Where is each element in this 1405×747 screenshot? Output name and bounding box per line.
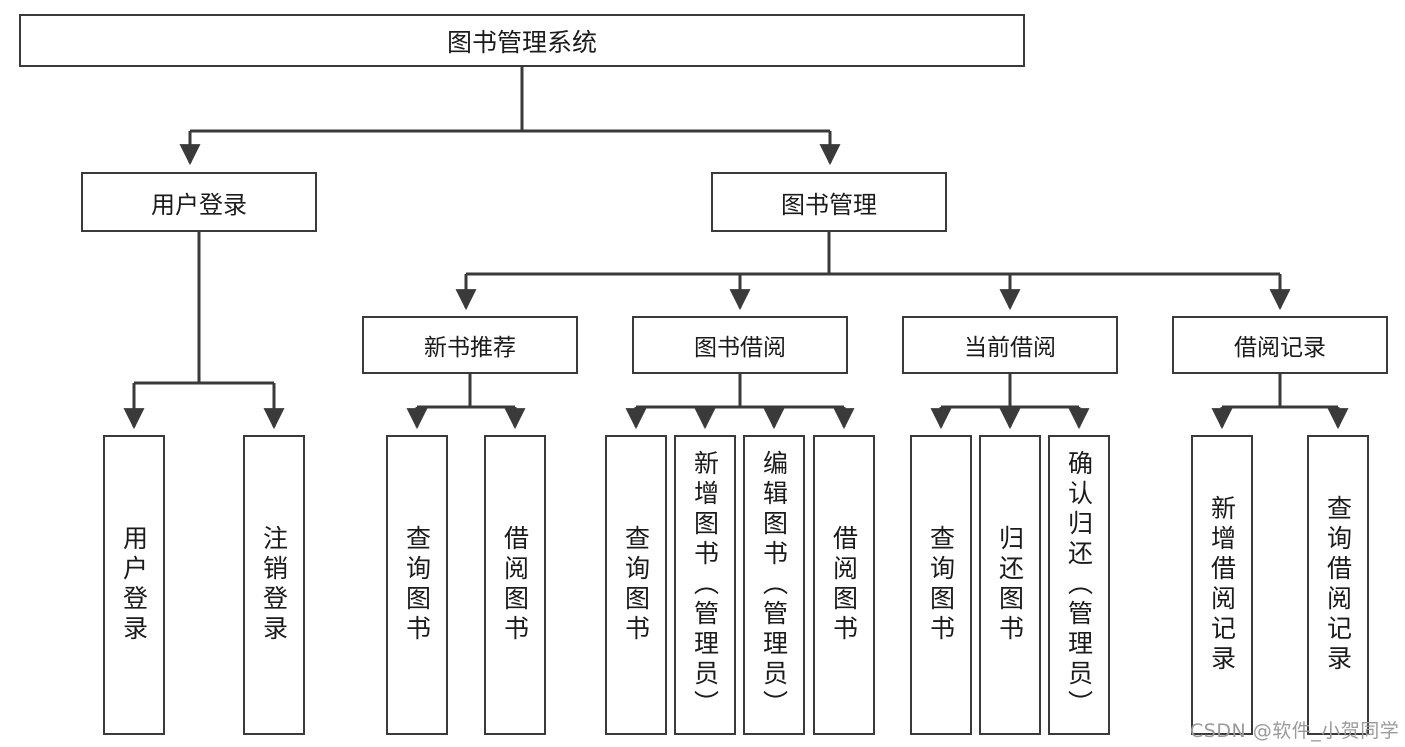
node-label: 归还图书 — [995, 525, 1025, 645]
node-label: 用户登录 — [119, 525, 149, 645]
node-label: 查询借阅记录 — [1323, 495, 1353, 675]
leaf-query-book-current[interactable]: 查询图书 — [910, 435, 972, 735]
node-label: 图书管理系统 — [446, 27, 597, 57]
node-label: 借阅记录 — [1234, 335, 1326, 361]
node-book-borrow[interactable]: 图书借阅 — [632, 316, 848, 374]
node-label: 图书借阅 — [694, 335, 786, 361]
leaf-query-book-recommend[interactable]: 查询图书 — [386, 435, 448, 735]
leaf-edit-book-admin[interactable]: 编辑图书（管理员） — [743, 435, 805, 735]
leaf-borrow-book-recommend[interactable]: 借阅图书 — [484, 435, 546, 735]
csdn-watermark: CSDN @软件_小贺同学 — [1190, 716, 1399, 743]
node-current-borrow[interactable]: 当前借阅 — [902, 316, 1118, 374]
node-label: 确认归还（管理员） — [1064, 450, 1094, 720]
leaf-user-login[interactable]: 用户登录 — [103, 435, 165, 735]
node-book-management[interactable]: 图书管理 — [711, 172, 947, 232]
node-borrow-record[interactable]: 借阅记录 — [1172, 316, 1388, 374]
node-label: 用户登录 — [151, 190, 247, 219]
node-label: 图书管理 — [781, 190, 877, 219]
node-label: 当前借阅 — [964, 335, 1056, 361]
node-label: 借阅图书 — [829, 525, 859, 645]
node-new-book-recommend[interactable]: 新书推荐 — [362, 316, 578, 374]
leaf-borrow-book[interactable]: 借阅图书 — [813, 435, 875, 735]
node-label: 编辑图书（管理员） — [759, 450, 789, 720]
node-label: 新书推荐 — [424, 335, 516, 361]
leaf-return-book[interactable]: 归还图书 — [979, 435, 1041, 735]
leaf-confirm-return-admin[interactable]: 确认归还（管理员） — [1048, 435, 1110, 735]
node-label: 查询图书 — [621, 525, 651, 645]
node-label: 新增图书（管理员） — [690, 450, 720, 720]
watermark-text: CSDN @软件_小贺同学 — [1190, 720, 1400, 742]
node-label: 查询图书 — [926, 525, 956, 645]
node-label: 借阅图书 — [500, 525, 530, 645]
node-root-system[interactable]: 图书管理系统 — [19, 14, 1025, 67]
leaf-query-book-borrow[interactable]: 查询图书 — [605, 435, 667, 735]
node-user-login[interactable]: 用户登录 — [81, 172, 317, 232]
leaf-add-book-admin[interactable]: 新增图书（管理员） — [674, 435, 736, 735]
leaf-add-borrow-record[interactable]: 新增借阅记录 — [1191, 435, 1253, 735]
node-label: 新增借阅记录 — [1207, 495, 1237, 675]
node-label: 查询图书 — [402, 525, 432, 645]
node-label: 注销登录 — [259, 525, 289, 645]
leaf-logout[interactable]: 注销登录 — [243, 435, 305, 735]
leaf-query-borrow-record[interactable]: 查询借阅记录 — [1307, 435, 1369, 735]
